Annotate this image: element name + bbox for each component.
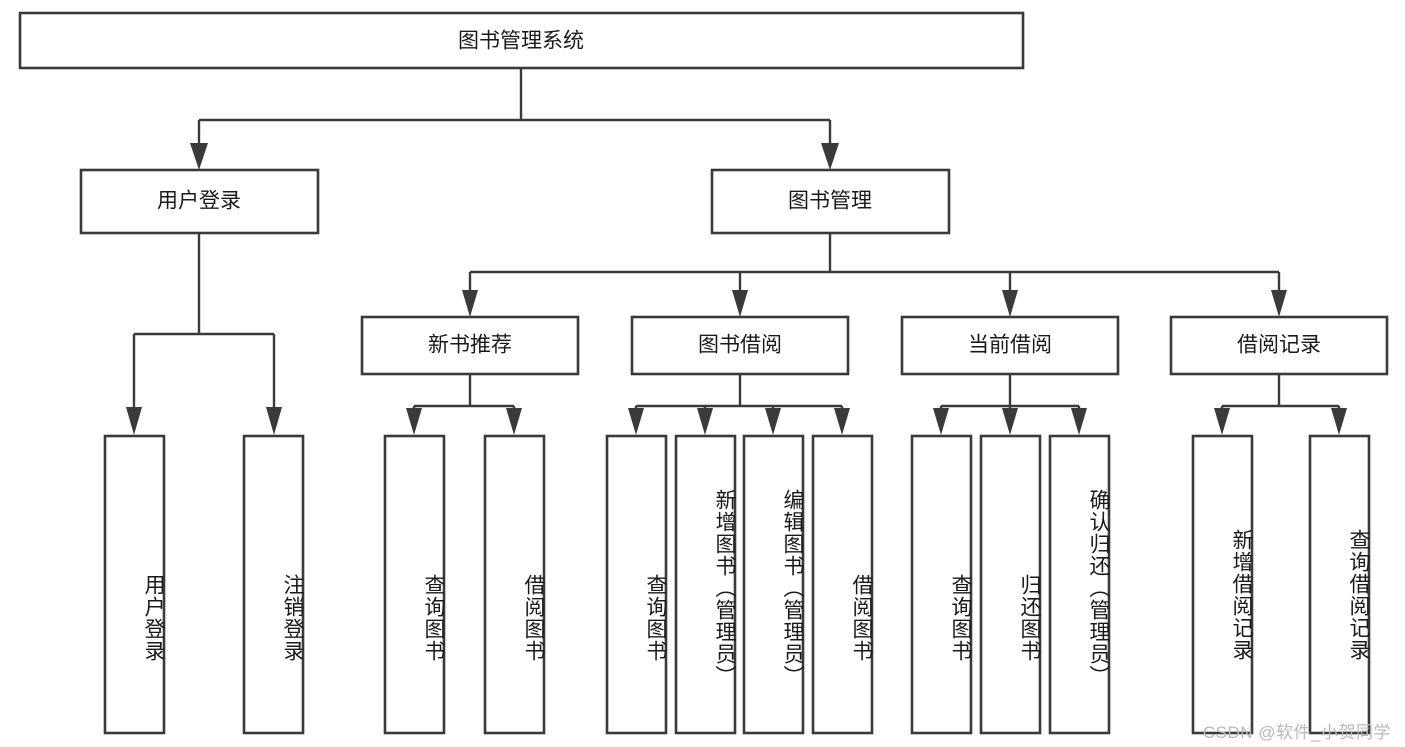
connectors-group <box>126 68 1347 435</box>
arrowhead-book-mgmt <box>821 143 839 170</box>
leaf-box-recommend-borrow-book[interactable] <box>483 434 546 735</box>
arrowhead-recommend-leaf-1 <box>406 408 422 435</box>
node-user-login-label: 用户登录 <box>157 190 241 213</box>
node-user-login-box[interactable] <box>79 168 320 235</box>
leaf-box-records-add-record[interactable] <box>1191 434 1254 735</box>
leaf-box-recommend-query-book[interactable] <box>383 434 446 735</box>
node-root-box[interactable] <box>18 11 1025 70</box>
boxes-group: 图书管理系统 用户登录 图书管理 新书推荐 图书借阅 当前借阅 借阅记录 <box>18 11 1389 735</box>
arrowhead-current-leaf-3 <box>1071 408 1087 435</box>
leaf-box-borrow-borrow-book[interactable] <box>811 434 874 735</box>
node-borrow-records-label: 借阅记录 <box>1237 334 1321 357</box>
arrowhead-current-borrow <box>1002 290 1018 317</box>
node-book-borrow-label: 图书借阅 <box>698 334 782 357</box>
node-root-label: 图书管理系统 <box>458 30 584 53</box>
leaf-box-borrow-edit-book[interactable] <box>742 434 805 735</box>
arrowhead-records-leaf-1 <box>1214 408 1230 435</box>
arrowhead-borrow-leaf-4 <box>834 408 850 435</box>
leaf-box-logout[interactable] <box>242 434 305 735</box>
arrowhead-records-leaf-2 <box>1331 408 1347 435</box>
node-new-book-recommend-label: 新书推荐 <box>428 334 512 357</box>
arrowhead-borrow-leaf-1 <box>628 408 644 435</box>
arrowhead-book-borrow <box>732 290 748 317</box>
leaf-box-current-query-book[interactable] <box>910 434 973 735</box>
csdn-watermark: CSDN @软件_小贺同学 <box>1202 723 1391 742</box>
arrowhead-user-login <box>190 143 208 170</box>
node-new-book-recommend-box[interactable] <box>360 315 580 376</box>
arrowhead-leaf-user-login <box>126 407 142 435</box>
leaf-box-borrow-query-book[interactable] <box>605 434 668 735</box>
node-book-mgmt-label: 图书管理 <box>788 190 872 213</box>
arrowhead-current-leaf-1 <box>933 408 949 435</box>
leaf-box-borrow-add-book[interactable] <box>674 434 737 735</box>
leaf-box-current-return-book[interactable] <box>979 434 1042 735</box>
arrowhead-borrow-records <box>1271 290 1287 317</box>
arrowhead-borrow-leaf-2 <box>697 408 713 435</box>
node-book-mgmt-box[interactable] <box>710 168 951 235</box>
arrowhead-new-book-recommend <box>462 290 478 317</box>
arrowhead-leaf-logout <box>266 407 282 435</box>
arrowhead-borrow-leaf-3 <box>765 408 781 435</box>
node-book-borrow-box[interactable] <box>630 315 850 376</box>
node-current-borrow-box[interactable] <box>900 315 1120 376</box>
node-current-borrow-label: 当前借阅 <box>968 334 1052 357</box>
arrowhead-current-leaf-2 <box>1002 408 1018 435</box>
leaf-box-user-login[interactable] <box>103 434 166 735</box>
node-borrow-records-box[interactable] <box>1169 315 1389 376</box>
arrowhead-recommend-leaf-2 <box>506 408 522 435</box>
leaf-box-current-confirm-return[interactable] <box>1048 434 1111 735</box>
leaf-box-records-query-record[interactable] <box>1308 434 1371 735</box>
